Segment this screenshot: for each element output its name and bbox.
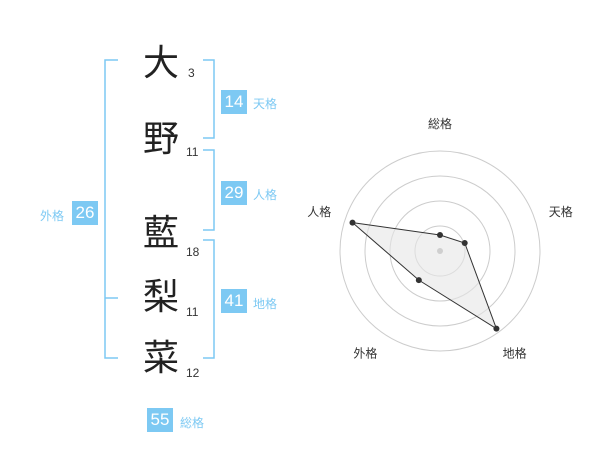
soukaku-value: 55 [147, 408, 173, 432]
radar-axis-label-1: 総格 [428, 116, 452, 131]
radar-ring [339, 150, 541, 352]
radar-series-area [350, 221, 498, 330]
name-char-5: 菜 [143, 338, 180, 379]
chikaku-bracket [203, 239, 215, 359]
name-char-2: 野 [143, 119, 180, 160]
name-char-1: 大 [143, 43, 180, 84]
chikaku-label: 地格 [253, 297, 278, 311]
radar-point-3 [493, 325, 500, 332]
name-char-4: 梨 [143, 277, 180, 318]
radar-point-5 [349, 219, 356, 226]
name-char-3: 藍 [143, 213, 180, 254]
radar-axis-label-5: 人格 [307, 204, 331, 219]
soukaku-label: 総格 [180, 416, 205, 430]
radar-point-1 [437, 232, 443, 238]
stroke-count-5: 12 [186, 366, 200, 380]
jinkaku-bracket [203, 149, 215, 231]
radar-points [349, 219, 500, 332]
tenkaku-value: 14 [221, 90, 247, 114]
stroke-count-4: 11 [186, 305, 199, 319]
radar-point-2 [461, 239, 468, 246]
gaikaku-value: 26 [72, 201, 98, 225]
stroke-count-2: 11 [186, 145, 199, 159]
tenkaku-bracket [203, 59, 215, 139]
stroke-count-3: 18 [186, 245, 200, 259]
radar-axis-label-3: 地格 [503, 346, 527, 361]
radar-axis-label-4: 外格 [353, 346, 377, 361]
stroke-count-1: 3 [188, 66, 195, 80]
radar-center [437, 248, 443, 254]
jinkaku-value: 29 [221, 181, 247, 205]
tenkaku-label: 天格 [253, 97, 278, 111]
gaikaku-label: 外格 [40, 209, 65, 223]
radar-point-4 [415, 277, 422, 284]
radar-ring [364, 175, 516, 327]
radar-axis-label-2: 天格 [549, 204, 573, 219]
chikaku-value: 41 [221, 289, 247, 313]
jinkaku-label: 人格 [253, 188, 278, 202]
gaikaku-bracket [104, 59, 118, 359]
